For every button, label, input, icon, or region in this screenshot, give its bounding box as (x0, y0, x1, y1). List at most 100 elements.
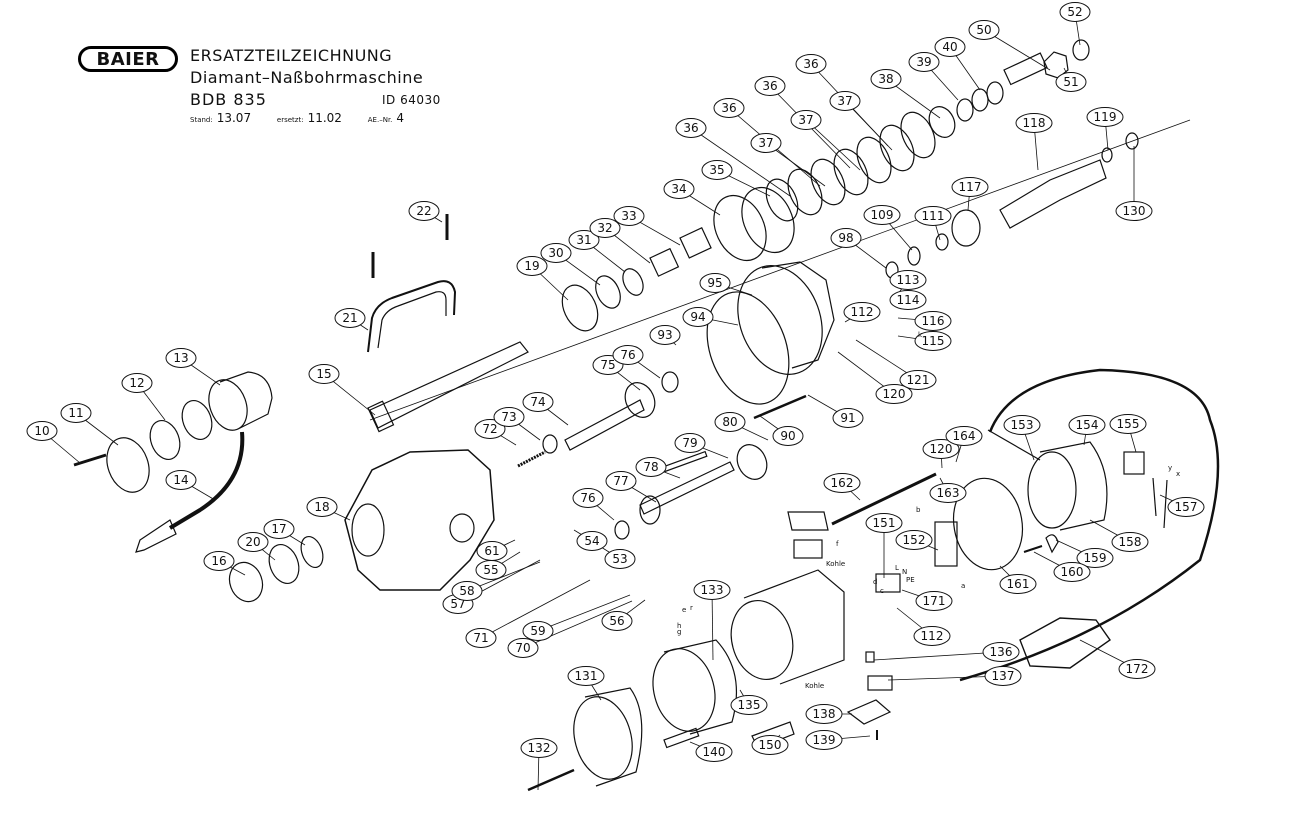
part-callout[interactable]: 17 (263, 519, 295, 539)
part-callout[interactable]: 90 (772, 426, 804, 446)
part-callout[interactable]: 151 (865, 513, 903, 533)
part-callout[interactable]: 39 (908, 52, 940, 72)
part-callout[interactable]: 53 (604, 549, 636, 569)
part-callout[interactable]: 115 (914, 331, 952, 351)
part-callout[interactable]: 18 (306, 497, 338, 517)
part-callout[interactable]: 77 (605, 471, 637, 491)
part-callout[interactable]: 70 (507, 638, 539, 658)
part-callout[interactable]: 133 (693, 580, 731, 600)
part-callout[interactable]: 161 (999, 574, 1037, 594)
part-callout[interactable]: 150 (751, 735, 789, 755)
part-callout[interactable]: 50 (968, 20, 1000, 40)
part-callout[interactable]: 52 (1059, 2, 1091, 22)
part-callout[interactable]: 21 (334, 308, 366, 328)
part-callout[interactable]: 37 (829, 91, 861, 111)
part-callout[interactable]: 10 (26, 421, 58, 441)
part-callout[interactable]: 93 (649, 325, 681, 345)
part-callout[interactable]: 109 (863, 205, 901, 225)
part-callout[interactable]: 36 (754, 76, 786, 96)
part-callout[interactable]: 58 (451, 581, 483, 601)
part-callout[interactable]: 38 (870, 69, 902, 89)
part-callout[interactable]: 51 (1055, 72, 1087, 92)
part-callout[interactable]: 36 (675, 118, 707, 138)
part-callout[interactable]: 31 (568, 230, 600, 250)
part-callout[interactable]: 118 (1015, 113, 1053, 133)
part-callout[interactable]: 171 (915, 591, 953, 611)
part-callout[interactable]: 79 (674, 433, 706, 453)
part-number: 109 (871, 208, 894, 222)
part-callout[interactable]: 11 (60, 403, 92, 423)
part-callout[interactable]: 132 (520, 738, 558, 758)
part-callout[interactable]: 155 (1109, 414, 1147, 434)
part-callout[interactable]: 76 (572, 488, 604, 508)
part-callout[interactable]: 36 (795, 54, 827, 74)
part-callout[interactable]: 76 (612, 345, 644, 365)
part-callout[interactable]: 164 (945, 426, 983, 446)
part-callout[interactable]: 114 (889, 290, 927, 310)
part-callout[interactable]: 159 (1076, 548, 1114, 568)
part-callout[interactable]: 40 (934, 37, 966, 57)
part-callout[interactable]: 36 (713, 98, 745, 118)
part-callout[interactable]: 13 (165, 348, 197, 368)
part-callout[interactable]: 59 (522, 621, 554, 641)
part-callout[interactable]: 78 (635, 457, 667, 477)
part-callout[interactable]: 19 (516, 256, 548, 276)
part-callout[interactable]: 35 (701, 160, 733, 180)
part-callout[interactable]: 139 (805, 730, 843, 750)
part-callout[interactable]: 120 (922, 439, 960, 459)
part-callout[interactable]: 12 (121, 373, 153, 393)
part-callout[interactable]: 22 (408, 201, 440, 221)
callout-bubble (805, 730, 843, 750)
part-callout[interactable]: 117 (951, 177, 989, 197)
part-callout[interactable]: 111 (914, 206, 952, 226)
part-callout[interactable]: 162 (823, 473, 861, 493)
part-callout[interactable]: 91 (832, 408, 864, 428)
part-callout[interactable]: 61 (476, 541, 508, 561)
part-callout[interactable]: 130 (1115, 201, 1153, 221)
part-number: 121 (907, 373, 930, 387)
part-callout[interactable]: 54 (576, 531, 608, 551)
part-callout[interactable]: 112 (843, 302, 881, 322)
part-callout[interactable]: 136 (982, 642, 1020, 662)
part-callout[interactable]: 152 (895, 530, 933, 550)
part-callout[interactable]: 73 (493, 407, 525, 427)
part-callout[interactable]: 33 (613, 206, 645, 226)
part-callout[interactable]: 30 (540, 243, 572, 263)
part-callout[interactable]: 120 (875, 384, 913, 404)
part-callout[interactable]: 158 (1111, 532, 1149, 552)
part-callout[interactable]: 15 (308, 364, 340, 384)
part-callout[interactable]: 95 (699, 273, 731, 293)
part-callout[interactable]: 157 (1167, 497, 1205, 517)
part-callout[interactable]: 153 (1003, 415, 1041, 435)
part-callout[interactable]: 98 (830, 228, 862, 248)
part-callout[interactable]: 163 (929, 483, 967, 503)
part-callout[interactable]: 32 (589, 218, 621, 238)
part-callout[interactable]: 154 (1068, 415, 1106, 435)
part-callout[interactable]: 34 (663, 179, 695, 199)
part-callout[interactable]: 94 (682, 307, 714, 327)
stator-133-body (663, 639, 738, 735)
part-callout[interactable]: 138 (805, 704, 843, 724)
part-callout[interactable]: 14 (165, 470, 197, 490)
part-callout[interactable]: 20 (237, 532, 269, 552)
part-callout[interactable]: 135 (730, 695, 768, 715)
part-callout[interactable]: 72 (474, 419, 506, 439)
part-callout[interactable]: 74 (522, 392, 554, 412)
part-callout[interactable]: 172 (1118, 659, 1156, 679)
part-callout[interactable]: 119 (1086, 107, 1124, 127)
part-callout[interactable]: 56 (601, 611, 633, 631)
part-callout[interactable]: 80 (714, 412, 746, 432)
part-callout[interactable]: 140 (695, 742, 733, 762)
part-callout[interactable]: 113 (889, 270, 927, 290)
part-callout[interactable]: 112 (913, 626, 951, 646)
part-callout[interactable]: 131 (567, 666, 605, 686)
part-callout[interactable]: 37 (790, 110, 822, 130)
part-callout[interactable]: 71 (465, 628, 497, 648)
part-callout[interactable]: 121 (899, 370, 937, 390)
part-callout[interactable]: 116 (914, 311, 952, 331)
part-callout[interactable]: 55 (475, 560, 507, 580)
part-callout[interactable]: 137 (984, 666, 1022, 686)
part-callout[interactable]: 160 (1053, 562, 1091, 582)
part-callout[interactable]: 37 (750, 133, 782, 153)
part-callout[interactable]: 16 (203, 551, 235, 571)
